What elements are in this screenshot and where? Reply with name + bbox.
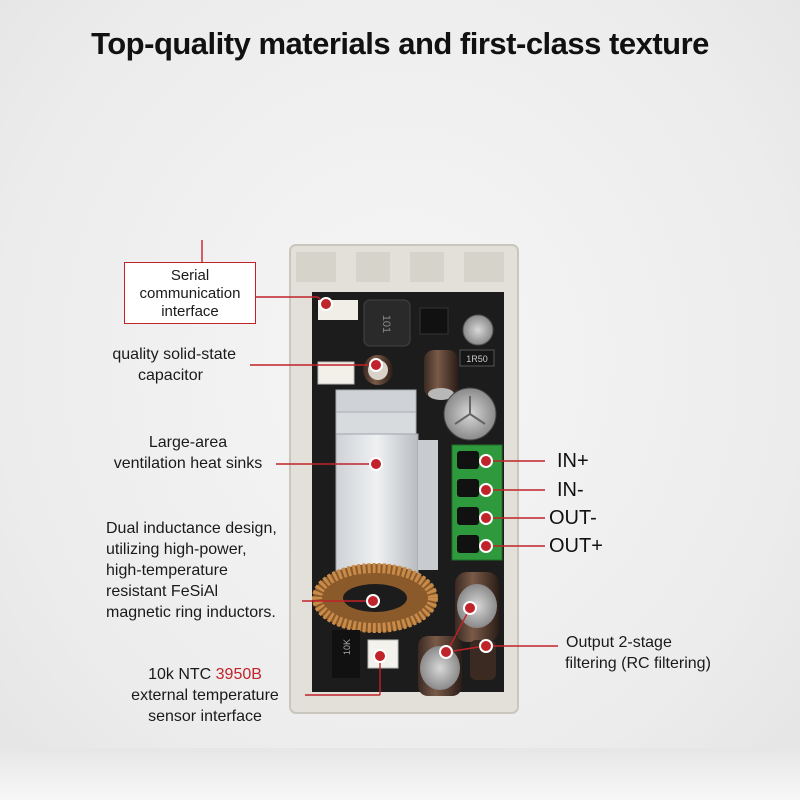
capacitor-top-right <box>462 314 494 346</box>
inductor-mark: 101 <box>380 315 392 333</box>
serial-interface-label: Serial communication interface <box>124 262 256 324</box>
output-filter-line-2: filtering (RC filtering) <box>565 655 711 672</box>
ntc-mark: 10K <box>342 639 352 655</box>
shunt-resistor: 1R50 <box>459 349 495 367</box>
page-title: Top-quality materials and first-class te… <box>91 26 709 61</box>
capacitor-label: quality solid-state capacitor <box>112 344 250 386</box>
serial-line-1: Serial <box>170 267 210 284</box>
inductance-label: Dual inductance design, utilizing high-p… <box>106 518 306 623</box>
ntc-label: 10k NTC 3950B external temperature senso… <box>110 664 300 727</box>
ntc-connector: 10K <box>332 630 399 678</box>
capacitor-line-1: quality solid-state <box>112 346 236 363</box>
terminal-out-minus: OUT- <box>549 507 597 529</box>
heat-sink <box>335 389 438 585</box>
terminal-in-minus: IN- <box>557 479 584 501</box>
ic-chip <box>419 307 449 335</box>
ntc-line-2: external temperature <box>131 687 279 704</box>
output-filter-line-1: Output 2-stage <box>566 634 672 651</box>
smd-inductor: 101 <box>363 299 411 347</box>
heat-sink-label: Large-area ventilation heat sinks <box>100 432 276 474</box>
serial-line-2: communication <box>139 285 241 302</box>
terminal-block <box>451 444 503 561</box>
connector-white <box>317 361 355 385</box>
ntc-highlight: 3950B <box>215 666 262 683</box>
inductance-line-1: Dual inductance design, <box>106 520 277 537</box>
inductance-line-2: utilizing high-power, <box>106 541 247 558</box>
terminal-out-plus: OUT+ <box>549 535 603 557</box>
leader-lines <box>201 240 558 696</box>
leader-dots <box>319 297 493 663</box>
resistor-mark: 1R50 <box>466 354 488 364</box>
ntc-line-1: 10k NTC 3950B <box>110 664 300 685</box>
floor-shadow <box>0 748 800 800</box>
electrolytic-capacitors <box>424 350 497 441</box>
inductance-line-3: high-temperature <box>106 562 228 579</box>
capacitor-line-2: capacitor <box>138 367 203 384</box>
inductance-line-4: resistant FeSiAl <box>106 583 219 600</box>
serial-line-3: interface <box>161 303 219 320</box>
ntc-prefix: 10k NTC <box>148 666 216 683</box>
heat-sink-line-2: ventilation heat sinks <box>113 455 263 472</box>
terminal-in-plus: IN+ <box>557 450 589 472</box>
heat-sink-line-1: Large-area <box>148 434 228 451</box>
inductance-line-5: magnetic ring inductors. <box>106 604 276 621</box>
ntc-line-3: sensor interface <box>148 708 262 725</box>
output-filter-label: Output 2-stage filtering (RC filtering) <box>548 632 728 674</box>
